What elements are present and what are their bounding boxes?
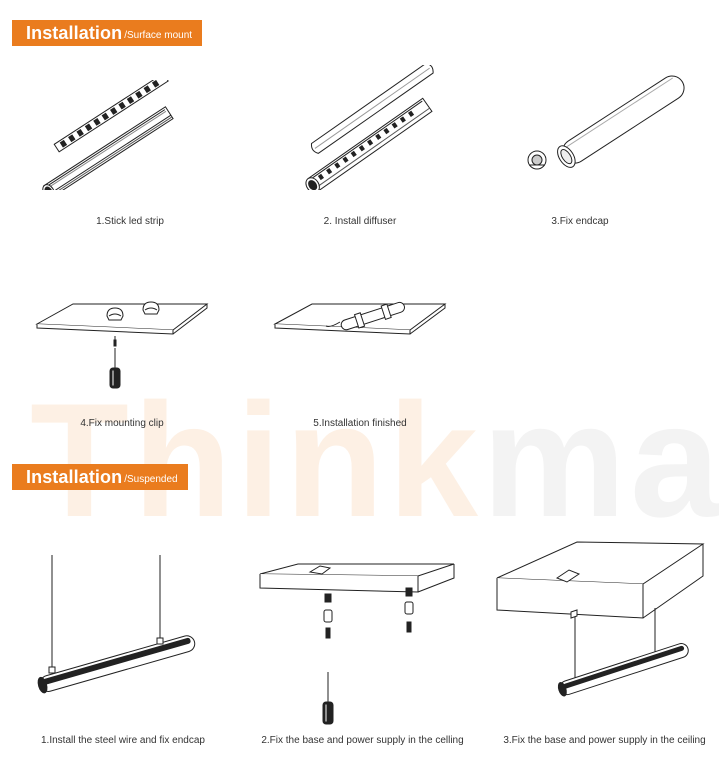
step-caption: 1.Stick led strip xyxy=(96,216,164,227)
step-caption: 5.Installation finished xyxy=(313,418,407,429)
section-title: Installation xyxy=(26,466,123,487)
suspended-wire-illustration xyxy=(30,555,205,700)
watermark-part-1: Thin xyxy=(30,388,388,538)
step-caption: 3.Fix endcap xyxy=(551,216,609,227)
endcap-fix-illustration xyxy=(515,65,695,185)
step-caption: 2.Fix the base and power supply in the c… xyxy=(261,735,464,746)
step-caption: 4.Fix mounting clip xyxy=(80,418,164,429)
mounting-clip-screwdriver-illustration xyxy=(35,292,215,402)
section-subtitle: /Surface mount xyxy=(124,29,193,41)
ceiling-suspended-fixture-illustration xyxy=(495,540,705,710)
watermark-part-2: k xyxy=(388,388,482,538)
section-subtitle: /Suspended xyxy=(124,473,178,485)
led-strip-channel-illustration xyxy=(30,80,190,190)
thinkmax-watermark: Thinkmax xyxy=(30,388,719,538)
section-header-suspended: Installation /Suspended xyxy=(12,464,188,490)
section-header-surface-mount: Installation /Surface mount xyxy=(12,20,203,46)
finished-fixture-illustration xyxy=(270,292,450,352)
svg-text:Thinkmax: Thinkmax xyxy=(30,388,719,538)
step-caption: 1.Install the steel wire and fix endcap xyxy=(41,735,205,746)
step-caption: 2. Install diffuser xyxy=(323,216,397,227)
diffuser-install-illustration xyxy=(290,65,450,190)
section-title: Installation xyxy=(26,22,123,43)
watermark-part-3: max xyxy=(482,388,719,538)
step-caption: 3.Fix the base and power supply in the c… xyxy=(503,735,706,746)
ceiling-base-screws-illustration xyxy=(258,562,458,732)
